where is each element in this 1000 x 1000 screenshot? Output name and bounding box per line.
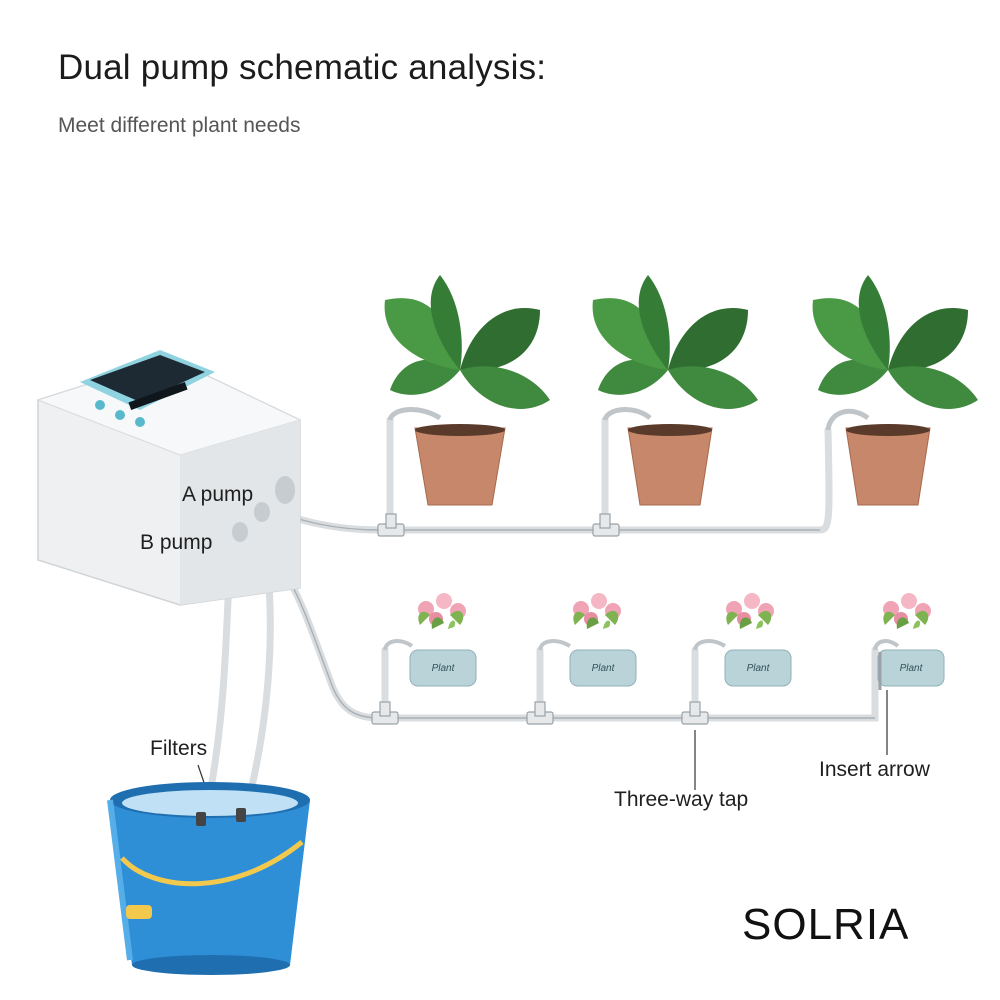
water-bucket-icon [110, 782, 310, 975]
three-way-tap-label: Three-way tap [614, 788, 748, 812]
pot-label: Plant [432, 663, 456, 674]
pump-controller-icon [38, 350, 300, 605]
insert-arrow-label: Insert arrow [819, 758, 930, 782]
b-pump-label: B pump [140, 531, 212, 555]
pot-label: Plant [747, 663, 771, 674]
brand-logo: SOLRIA [742, 900, 909, 950]
monstera-plant-icon [385, 275, 978, 505]
tube-network [205, 420, 875, 820]
pot-label: Plant [900, 663, 924, 674]
filters-label: Filters [150, 737, 207, 761]
a-pump-label: A pump [182, 483, 253, 507]
succulent-plant-icon [385, 593, 944, 686]
pot-label: Plant [592, 663, 616, 674]
